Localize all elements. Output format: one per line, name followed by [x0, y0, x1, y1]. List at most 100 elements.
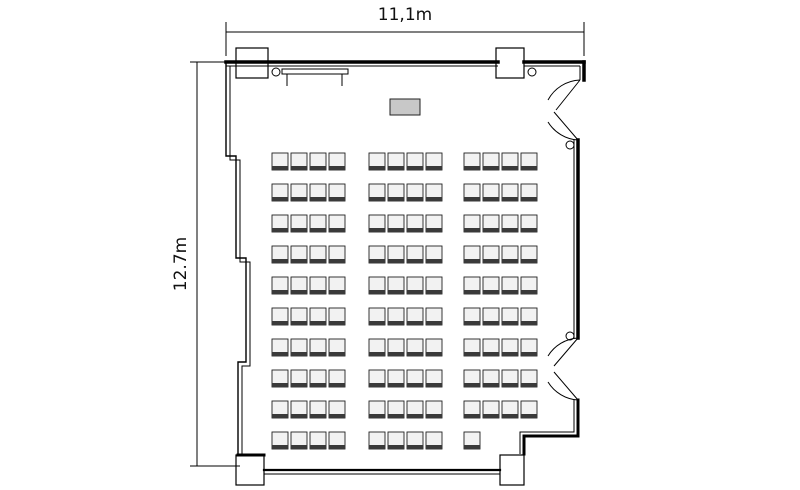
seat [290, 369, 308, 388]
seat [406, 400, 424, 419]
seat [425, 152, 443, 171]
seat [368, 307, 386, 326]
seat [406, 214, 424, 233]
seat [290, 214, 308, 233]
seat [309, 245, 327, 264]
seat [328, 307, 346, 326]
seat [328, 214, 346, 233]
seat [406, 183, 424, 202]
seat [328, 400, 346, 419]
seat [309, 183, 327, 202]
seat [463, 369, 481, 388]
seat [425, 338, 443, 357]
seat [328, 245, 346, 264]
seat [406, 307, 424, 326]
seat [290, 431, 308, 450]
seat [368, 245, 386, 264]
seat [463, 338, 481, 357]
seat [463, 276, 481, 295]
seat [271, 214, 289, 233]
seat [520, 183, 538, 202]
seat [368, 214, 386, 233]
seat [482, 307, 500, 326]
seat [463, 183, 481, 202]
seat [463, 152, 481, 171]
seat [520, 152, 538, 171]
seat [482, 369, 500, 388]
screen-rail [271, 67, 537, 86]
seat [406, 245, 424, 264]
seat [520, 400, 538, 419]
seat [328, 152, 346, 171]
seat [387, 214, 405, 233]
seat [425, 245, 443, 264]
seat [406, 369, 424, 388]
seat [309, 152, 327, 171]
seat [387, 369, 405, 388]
seat [309, 214, 327, 233]
seat [425, 369, 443, 388]
seat [309, 338, 327, 357]
seat [425, 307, 443, 326]
seat [368, 183, 386, 202]
lectern [389, 98, 421, 116]
seat [463, 214, 481, 233]
seat [406, 152, 424, 171]
structural-columns [235, 47, 525, 486]
seat [425, 214, 443, 233]
seat [482, 214, 500, 233]
seat [271, 307, 289, 326]
seat [290, 245, 308, 264]
seat [271, 400, 289, 419]
seat [309, 400, 327, 419]
seat [309, 369, 327, 388]
seat [387, 431, 405, 450]
seat [271, 276, 289, 295]
seat [387, 400, 405, 419]
seat [463, 431, 481, 450]
seat [271, 245, 289, 264]
seat [328, 183, 346, 202]
seat [271, 183, 289, 202]
seat [501, 400, 519, 419]
seat [271, 152, 289, 171]
seat [463, 245, 481, 264]
seat [406, 338, 424, 357]
seat [387, 338, 405, 357]
seat [387, 183, 405, 202]
seat [328, 276, 346, 295]
seat [501, 183, 519, 202]
seat [387, 152, 405, 171]
seat [501, 214, 519, 233]
seat [501, 152, 519, 171]
seat [368, 152, 386, 171]
seat [368, 369, 386, 388]
seat [328, 369, 346, 388]
seat [328, 338, 346, 357]
seat [520, 276, 538, 295]
seat [309, 276, 327, 295]
seat [290, 183, 308, 202]
lower-door [547, 331, 579, 401]
seat [425, 400, 443, 419]
seat [271, 338, 289, 357]
seat [368, 431, 386, 450]
seat [309, 431, 327, 450]
seat [387, 245, 405, 264]
seat [482, 245, 500, 264]
seat [290, 307, 308, 326]
seat [290, 338, 308, 357]
height-dimension: 12.7m [171, 61, 240, 467]
seat [290, 400, 308, 419]
seat [387, 307, 405, 326]
seat [520, 245, 538, 264]
seat [425, 431, 443, 450]
seat [290, 276, 308, 295]
seat [501, 276, 519, 295]
seat [482, 400, 500, 419]
width-label: 11,1m [378, 5, 432, 25]
seat [501, 369, 519, 388]
seat [406, 276, 424, 295]
seat [271, 431, 289, 450]
